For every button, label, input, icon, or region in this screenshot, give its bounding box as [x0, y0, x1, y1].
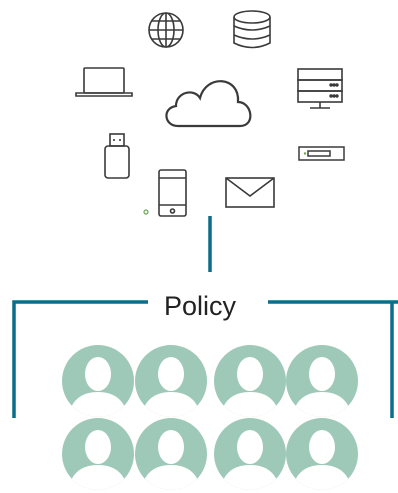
user-avatar-icon: [214, 345, 286, 417]
user-avatar-icon: [286, 345, 358, 417]
smartphone-icon: [158, 169, 187, 217]
user-avatar-icon: [135, 345, 207, 417]
mail-icon: [225, 177, 275, 208]
user-avatar-icon: [286, 418, 358, 490]
server-icon: [297, 68, 343, 109]
globe-icon: [148, 12, 184, 48]
policy-label: Policy: [150, 286, 250, 326]
user-avatar-icon: [62, 345, 134, 417]
policy-connector: [12, 216, 398, 418]
user-avatar-icon: [135, 418, 207, 490]
user-avatar-icon: [214, 418, 286, 490]
user-avatar-icon: [62, 418, 134, 490]
database-icon: [233, 10, 271, 49]
network-device-icon: [298, 146, 345, 161]
laptop-icon: [75, 67, 133, 97]
cloud-icon: [165, 80, 252, 128]
usb-drive-icon: [104, 133, 130, 179]
indicator-dot: [143, 209, 149, 215]
